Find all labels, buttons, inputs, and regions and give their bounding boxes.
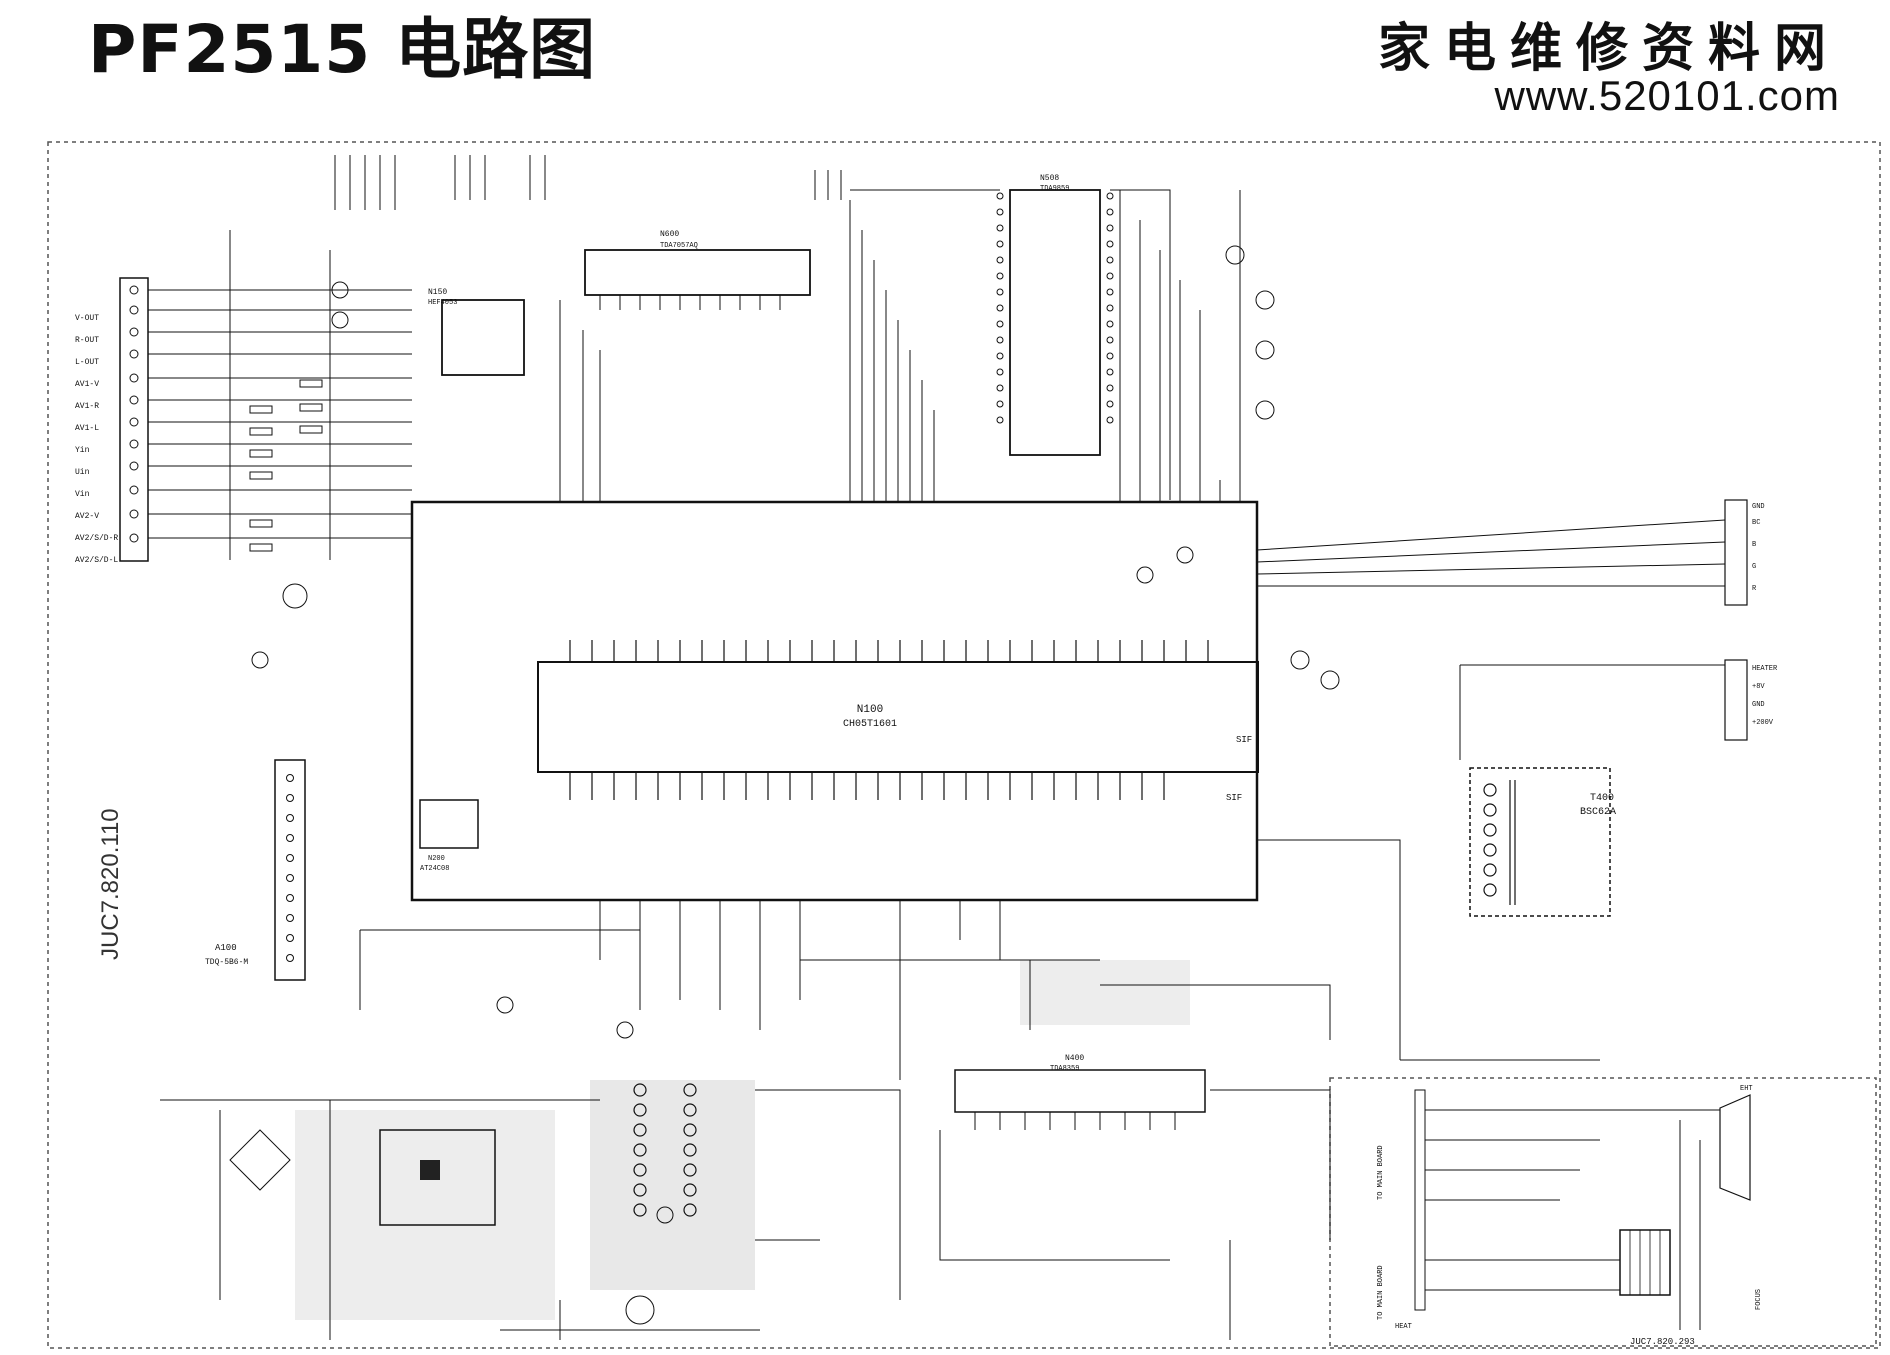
transistors (251, 245, 1340, 1325)
main-board-doc-number: JUC7.820.110 (97, 808, 124, 960)
crt-to-main-label: TO MAIN BOARD (1377, 1145, 1385, 1200)
rgb-pin-label: B (1752, 541, 1756, 549)
audio-ic (584, 249, 811, 296)
rgb-pin-label: GND (1752, 503, 1765, 511)
eeprom-ic (419, 799, 479, 849)
av-switch-ic (441, 299, 525, 376)
rgb-connector (1724, 499, 1748, 606)
psu-wiring (160, 1089, 901, 1340)
switching-transformer (633, 1083, 697, 1217)
main-ic-ref: N100 (857, 704, 883, 716)
tuner-ref: A100 (215, 943, 237, 953)
heater-trace (1459, 664, 1725, 760)
crt-socket-grid (1629, 1230, 1661, 1295)
color-ic-wiring (850, 189, 1171, 500)
main-ic-bottom-pins (569, 772, 1165, 800)
color-ic-pins (996, 192, 1114, 424)
crt-board-frame (1329, 1077, 1877, 1347)
sif-label: SIF (1236, 735, 1252, 745)
lower-wiring (359, 839, 1600, 1340)
schematic-frame (47, 141, 1881, 1349)
color-ic-model: TDA9859 (1040, 185, 1069, 193)
rgb-pin-label: BC (1752, 519, 1760, 527)
sif-label: SIF (1226, 793, 1242, 803)
audio-ic-pins (599, 295, 781, 310)
av-pin-label: AV1-L (75, 424, 99, 433)
audio-ic-ref: N600 (660, 230, 679, 239)
crt-eht-label: EHT (1740, 1085, 1753, 1093)
crt-socket (1619, 1229, 1671, 1296)
heater-pin-label: GND (1752, 701, 1765, 709)
fbt-model: BSC62A (1580, 807, 1616, 818)
av-pin-label: AV1-R (75, 402, 99, 411)
heater-connector-labels: HEATER +8V GND +200V (1752, 665, 1778, 727)
heater-connector (1724, 659, 1748, 741)
tuner-pins (286, 774, 294, 962)
av-pin-label: AV2-V (75, 512, 99, 521)
site-name: 家电维修资料网 (1377, 18, 1840, 79)
eeprom-ref: N200 (428, 855, 445, 863)
psu-shade-2 (295, 1110, 555, 1320)
rgb-pin-label: G (1752, 563, 1756, 571)
audio-ic-model: TDA7057AQ (660, 242, 698, 250)
site-url: www.520101.com (1494, 72, 1840, 119)
main-ic-model: CH05T1601 (843, 719, 897, 730)
top-connectors (334, 155, 842, 210)
crt-wiring (1425, 1109, 1720, 1330)
av-pin-label: AV1-V (75, 380, 99, 389)
psu-shade (590, 1080, 755, 1290)
rgb-pin-label: R (1752, 585, 1757, 593)
eeprom-model: AT24C08 (420, 865, 449, 873)
crt-heat-label: HEAT (1395, 1323, 1412, 1331)
hv-shade (1020, 960, 1190, 1025)
crt-to-main-label: TO MAIN BOARD (1377, 1265, 1385, 1320)
tuner-module (274, 759, 306, 981)
heater-pin-label: +8V (1752, 683, 1765, 691)
color-ic (1009, 189, 1101, 456)
av-connector-pins (129, 285, 139, 543)
av-pin-labels: V-OUT R-OUT L-OUT AV1-V AV1-R AV1-L Yin … (75, 314, 118, 565)
tuner-model: TDQ-5B6-M (205, 958, 248, 967)
main-ic-top-pins (569, 640, 1209, 662)
av-pin-label: L-OUT (75, 358, 99, 367)
vertical-ic-ref: N400 (1065, 1054, 1084, 1063)
crt-focus-label: FOCUS (1755, 1289, 1763, 1310)
av-pin-label: Uin (75, 468, 90, 477)
vertical-ic-pins (974, 1112, 1176, 1130)
crt-connector-left (1414, 1089, 1426, 1311)
crt-board-doc-number: JUC7.820.293 (1630, 1337, 1695, 1347)
fbt-ref: T400 (1590, 793, 1614, 804)
crt-tube-icon (1719, 1094, 1751, 1201)
av-connector (119, 277, 149, 562)
av-pin-label: AV2/S/D-R (75, 534, 118, 543)
rgb-traces (1256, 519, 1726, 587)
rgb-connector-labels: GND BC B G R (1752, 503, 1765, 593)
av-pin-label: Vin (75, 490, 90, 499)
crt-labels: TO MAIN BOARD TO MAIN BOARD HEAT FOCUS E… (1377, 1085, 1763, 1331)
main-ic-inner (537, 661, 1259, 773)
color-ic-ref: N508 (1040, 174, 1059, 183)
bus-lines-top (559, 190, 1241, 502)
page-title: PF2515 电路图 (88, 11, 597, 88)
psu-ic-core (420, 1160, 440, 1180)
heater-pin-label: HEATER (1752, 665, 1778, 673)
av-pin-label: V-OUT (75, 314, 99, 323)
av-signal-traces (148, 230, 412, 560)
av-switch-model: HEF4053 (428, 299, 457, 307)
bus-lines-bottom (599, 900, 1001, 1080)
av-pin-label: Yin (75, 446, 90, 455)
psu-ic (379, 1129, 496, 1226)
fbt-windings (1483, 780, 1516, 905)
av-pin-label: R-OUT (75, 336, 99, 345)
av-resistors (249, 379, 323, 552)
vertical-ic-model: TDA8359 (1050, 1065, 1079, 1073)
av-switch-ref: N150 (428, 288, 447, 297)
heater-pin-label: +200V (1752, 719, 1774, 727)
fbt-outline (1469, 767, 1611, 917)
vertical-ic (954, 1069, 1206, 1113)
av-pin-label: AV2/S/D-L (75, 556, 118, 565)
